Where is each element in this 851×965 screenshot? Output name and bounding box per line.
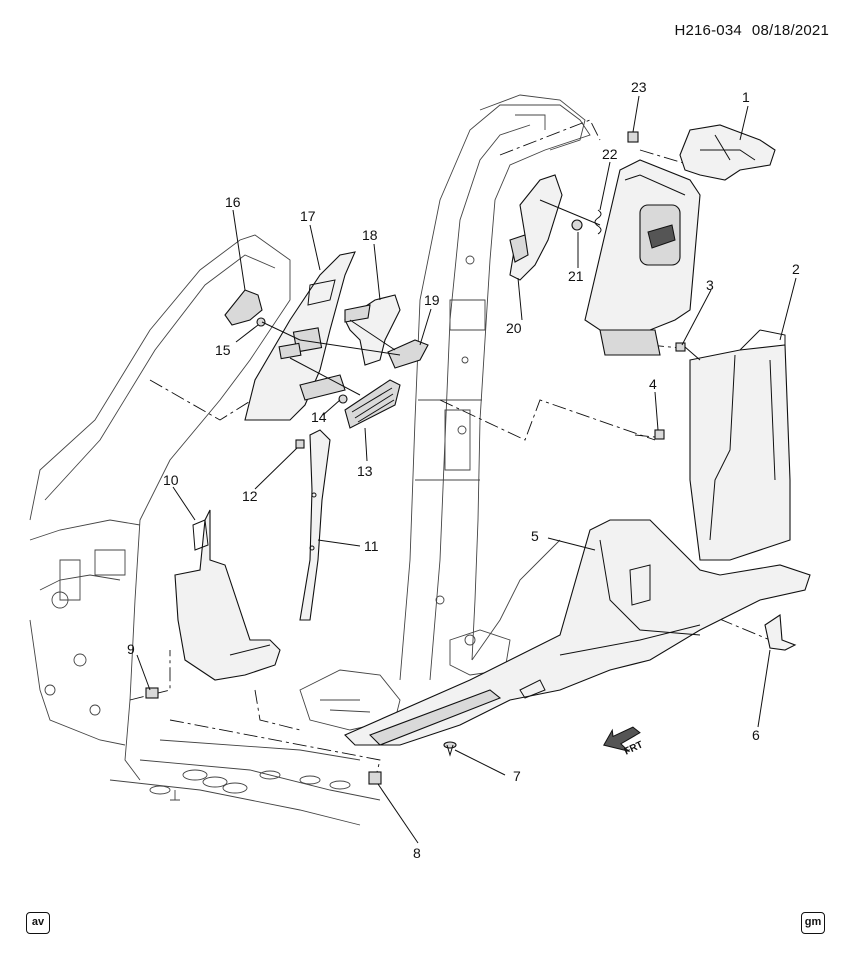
part-18-handle xyxy=(299,294,401,401)
callout-2: 2 xyxy=(792,261,800,277)
part-22-spring xyxy=(594,209,602,235)
part-23-clip xyxy=(627,131,639,143)
diagram-header: H216-034 08/18/2021 xyxy=(664,22,829,39)
part-2-lower-trim xyxy=(689,329,791,561)
callout-13: 13 xyxy=(357,463,373,479)
callout-7: 7 xyxy=(513,768,521,784)
callout-21: 21 xyxy=(568,268,584,284)
callout-6: 6 xyxy=(752,727,760,743)
part-13-grille xyxy=(344,379,401,429)
part-17-upper-trim xyxy=(244,251,356,421)
callout-16: 16 xyxy=(225,194,241,210)
part-1-upper-trim xyxy=(679,124,776,181)
callout-22: 22 xyxy=(602,146,618,162)
callout-23: 23 xyxy=(631,79,647,95)
leader-lines xyxy=(136,95,797,844)
front-direction-arrow: FRT xyxy=(603,726,645,758)
callout-5: 5 xyxy=(531,528,539,544)
part-8-clip xyxy=(368,771,382,785)
vehicle-body-structure xyxy=(29,94,591,826)
callout-15: 15 xyxy=(215,342,231,358)
part-11-trim-strip xyxy=(299,429,331,621)
callout-3: 3 xyxy=(706,277,714,293)
callout-10: 10 xyxy=(163,472,179,488)
part-3-clip xyxy=(675,342,686,352)
callout-14: 14 xyxy=(311,409,327,425)
part-16-bracket xyxy=(224,289,263,326)
callout-9: 9 xyxy=(127,641,135,657)
part-19-cover xyxy=(387,339,429,369)
part-5-sill-plate xyxy=(344,519,811,746)
part-21-bolt xyxy=(571,219,583,231)
part-14-fastener xyxy=(338,394,348,404)
front-direction-label: FRT xyxy=(623,739,645,757)
part-20-handle xyxy=(509,174,563,281)
callout-20: 20 xyxy=(506,320,522,336)
callout-labels: 1 2 3 4 5 6 7 8 9 10 11 12 13 14 15 16 1… xyxy=(127,79,800,861)
part-12-clip xyxy=(295,439,305,449)
part-9-clip xyxy=(145,687,159,699)
av-logo: av xyxy=(26,912,50,934)
part-4-clip xyxy=(654,429,665,440)
diagram-date: 08/18/2021 xyxy=(751,22,829,39)
callout-11: 11 xyxy=(364,538,379,554)
callout-1: 1 xyxy=(742,89,750,105)
callout-19: 19 xyxy=(424,292,440,308)
callout-12: 12 xyxy=(242,488,258,504)
part-15-fastener xyxy=(256,317,266,327)
gm-logo: gm xyxy=(801,912,825,934)
callout-17: 17 xyxy=(300,208,316,224)
callout-18: 18 xyxy=(362,227,378,243)
upper-pillar-panel xyxy=(584,159,701,356)
diagram-code: H216-034 xyxy=(674,22,742,39)
callout-8: 8 xyxy=(413,845,421,861)
part-7-push-pin xyxy=(443,741,457,757)
callout-4: 4 xyxy=(649,376,657,392)
part-6-bracket xyxy=(764,614,797,651)
part-10-kick-panel xyxy=(174,509,281,681)
